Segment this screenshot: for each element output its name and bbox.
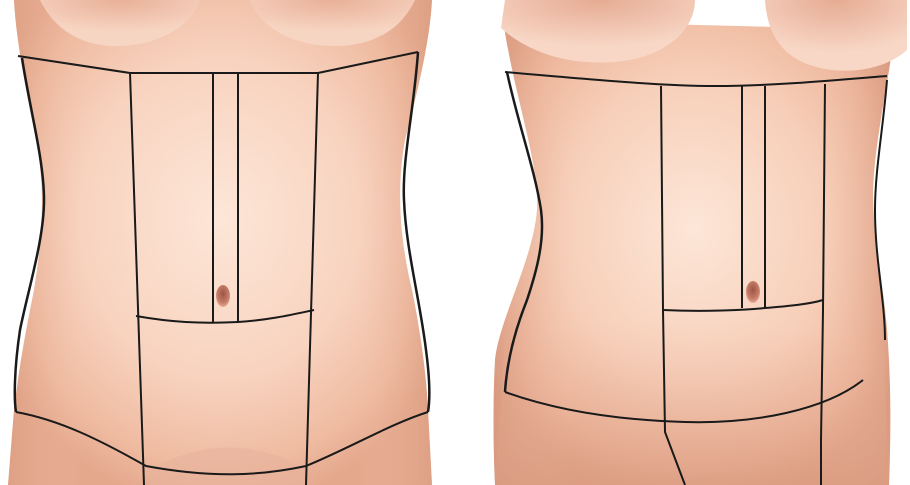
navel <box>746 281 760 303</box>
left-torso-figure <box>0 0 455 485</box>
left-torso-illustration <box>0 0 455 485</box>
navel <box>216 285 230 307</box>
right-torso-illustration <box>455 0 910 485</box>
right-torso-figure <box>455 0 910 485</box>
